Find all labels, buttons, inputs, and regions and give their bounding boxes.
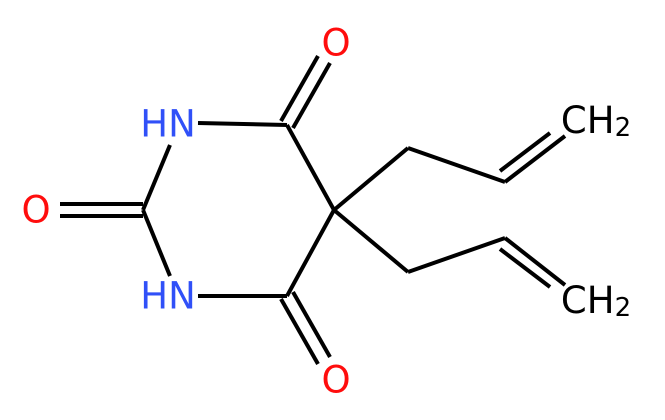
bond-c6-to-c5 bbox=[285, 124, 336, 211]
bond-c6-o-top-2 bbox=[291, 62, 332, 129]
atom-labels: O O O HN HN CH2 CH2 bbox=[21, 22, 631, 402]
ch2-label-bottom-subscript: 2 bbox=[615, 293, 632, 323]
bond-nh-top-to-c6 bbox=[197, 121, 288, 127]
bond-allyl2-ch2-to-ch bbox=[407, 236, 506, 274]
ch2-label-top-main: CH bbox=[561, 99, 615, 142]
oxygen-label-bottom: O bbox=[321, 359, 350, 402]
ch2-label-top-subscript: 2 bbox=[615, 113, 632, 143]
bond-allyl1-ch2-to-ch bbox=[407, 146, 506, 184]
bond-c6-o-top-1 bbox=[279, 55, 320, 122]
bond-allyl2-ch-to-terminal-2 bbox=[498, 247, 552, 289]
bond-nh-bottom-to-c2 bbox=[141, 209, 172, 277]
bond-c5-to-allyl2-ch2 bbox=[332, 208, 410, 274]
bond-allyl1-ch-to-terminal-1 bbox=[503, 134, 567, 184]
bond-c4-o-bottom-2 bbox=[291, 291, 332, 358]
bond-c4-o-bottom-1 bbox=[279, 298, 320, 365]
bonds bbox=[60, 55, 567, 365]
ch2-label-bottom: CH2 bbox=[561, 279, 631, 324]
nh-label-top: HN bbox=[140, 103, 196, 146]
bond-allyl1-ch-to-terminal-2 bbox=[498, 131, 552, 173]
oxygen-label-top: O bbox=[321, 22, 350, 65]
nh-label-bottom: HN bbox=[140, 275, 196, 318]
bond-c5-to-allyl1-ch2 bbox=[332, 146, 410, 212]
bond-c5-to-c4 bbox=[285, 209, 336, 297]
bond-allyl2-ch-to-terminal-1 bbox=[503, 236, 567, 287]
bond-c2-to-nh-top bbox=[141, 144, 172, 211]
ch2-label-top: CH2 bbox=[561, 99, 631, 144]
ch2-label-bottom-main: CH bbox=[561, 279, 615, 322]
oxygen-label-left: O bbox=[21, 189, 50, 232]
